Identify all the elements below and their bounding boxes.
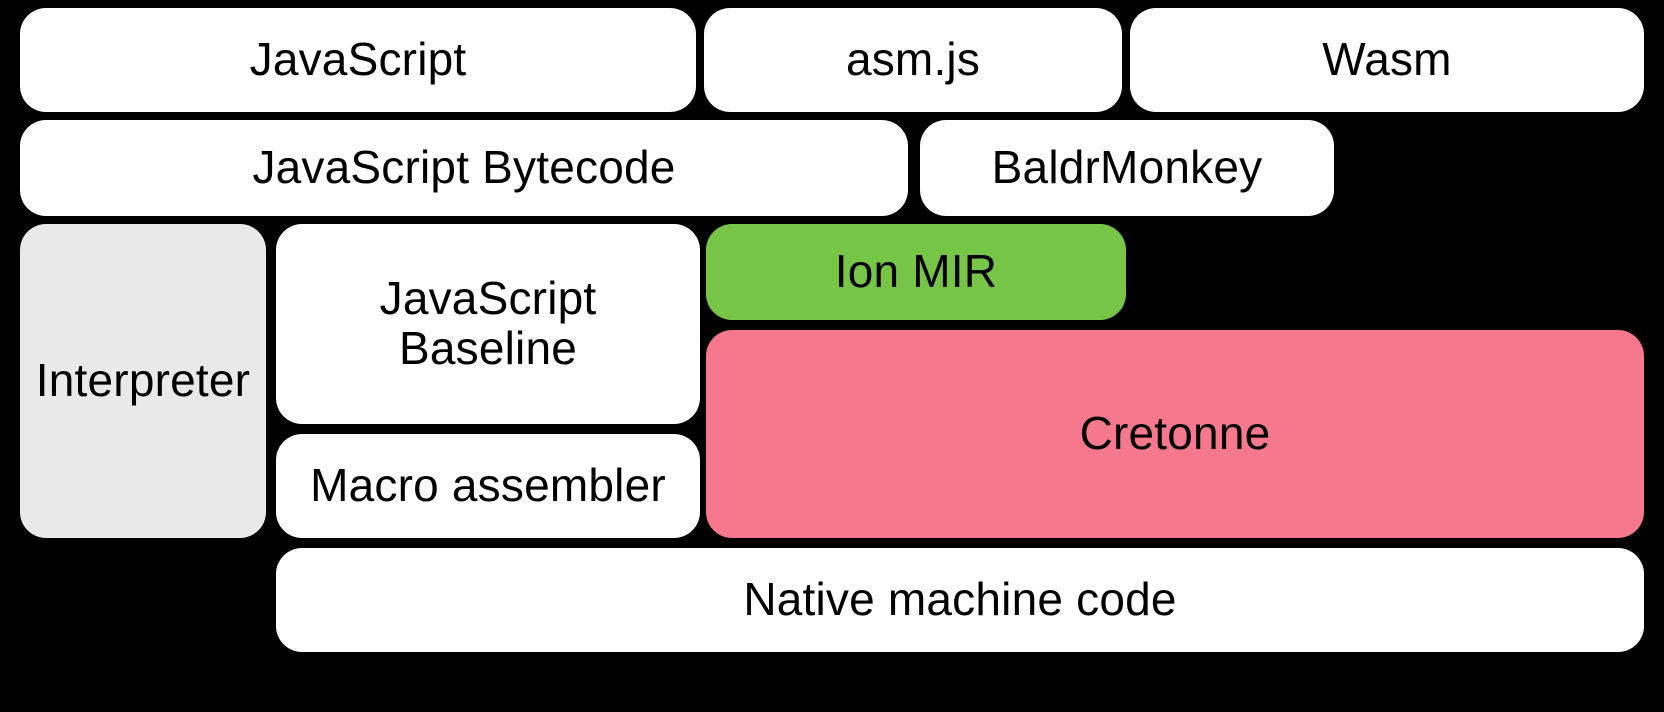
node-cretonne[interactable]: Cretonne (706, 330, 1644, 538)
node-javascript-baseline[interactable]: JavaScript Baseline (276, 224, 700, 424)
node-baldrmonkey[interactable]: BaldrMonkey (920, 120, 1334, 216)
node-asmjs[interactable]: asm.js (704, 8, 1122, 112)
node-interpreter[interactable]: Interpreter (20, 224, 266, 538)
node-macro-assembler[interactable]: Macro assembler (276, 434, 700, 538)
node-javascript[interactable]: JavaScript (20, 8, 696, 112)
node-wasm[interactable]: Wasm (1130, 8, 1644, 112)
node-native-machine-code[interactable]: Native machine code (276, 548, 1644, 652)
node-javascript-bytecode[interactable]: JavaScript Bytecode (20, 120, 908, 216)
node-ion-mir[interactable]: Ion MIR (706, 224, 1126, 320)
